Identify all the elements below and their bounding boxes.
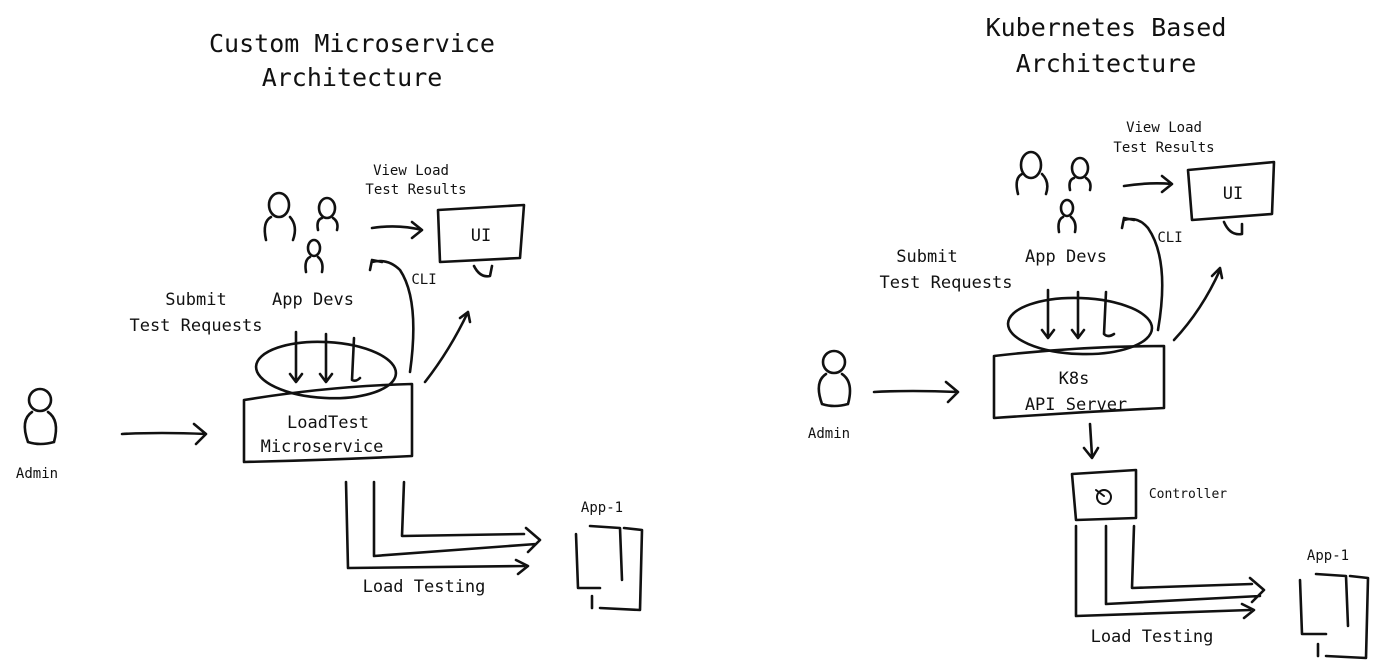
left-service-box (242, 382, 414, 464)
right-controller-label: Controller (1149, 487, 1227, 502)
right-view-results-line2: Test Results (1113, 140, 1214, 156)
right-load-arrows (1074, 524, 1266, 620)
left-ui-label: UI (471, 226, 491, 246)
right-server-to-controller-arrow (1082, 422, 1100, 460)
right-title-line1: Kubernetes Based (986, 13, 1227, 42)
right-ui-label: UI (1223, 184, 1243, 204)
left-load-testing-label: Load Testing (363, 577, 486, 597)
right-admin-label: Admin (808, 426, 850, 442)
right-submit-line2: Test Requests (879, 273, 1012, 293)
right-cli-label: CLI (1157, 230, 1182, 246)
left-service-line1: LoadTest (287, 413, 369, 433)
right-requests-ellipse (1006, 296, 1154, 356)
right-ui-monitor (1186, 160, 1276, 236)
left-cli-arrow (368, 258, 415, 374)
left-submit-line2: Test Requests (129, 316, 262, 336)
left-ui-monitor (436, 203, 526, 278)
left-diagram: Custom Microservice Architecture App Dev… (16, 29, 644, 612)
right-view-results-line1: View Load (1126, 120, 1202, 136)
left-app-icon (574, 524, 644, 612)
right-controller-box (1070, 468, 1138, 522)
left-service-line2: Microservice (261, 437, 384, 457)
left-admin-icon (23, 387, 58, 446)
left-ui-arrow (423, 310, 472, 384)
right-app-devs-icon (1015, 150, 1092, 234)
left-view-arrow (370, 220, 424, 240)
left-app-devs-label: App Devs (272, 290, 354, 310)
left-view-results-line2: Test Results (365, 182, 466, 198)
left-title-line1: Custom Microservice (209, 29, 495, 58)
right-diagram: Kubernetes Based Architecture App Devs V… (808, 13, 1370, 660)
right-submit-line1: Submit (896, 247, 957, 267)
right-app-label: App-1 (1307, 548, 1349, 564)
left-title-line2: Architecture (262, 63, 443, 92)
left-admin-arrow (120, 422, 208, 446)
right-server-line1: K8s (1059, 369, 1090, 389)
right-load-testing-label: Load Testing (1091, 627, 1214, 647)
left-requests-ellipse (254, 340, 398, 400)
right-server-box (992, 344, 1166, 420)
right-ui-arrow (1172, 266, 1224, 342)
left-admin-label: Admin (16, 466, 58, 482)
right-app-icon (1298, 572, 1370, 660)
right-server-line2: API Server (1025, 395, 1127, 415)
left-cli-label: CLI (411, 272, 436, 288)
right-app-devs-label: App Devs (1025, 247, 1107, 267)
left-load-arrows (344, 480, 542, 576)
right-admin-arrow (872, 380, 960, 404)
left-view-results-line1: View Load (373, 163, 449, 179)
right-request-arrows (1040, 288, 1116, 340)
left-app-label: App-1 (581, 500, 623, 516)
right-admin-icon (817, 349, 852, 408)
right-cli-arrow (1120, 216, 1164, 332)
left-request-arrows (288, 330, 362, 384)
left-submit-line1: Submit (165, 290, 226, 310)
left-app-devs-icon (263, 191, 339, 274)
right-view-arrow (1122, 174, 1174, 194)
right-title-line2: Architecture (1016, 49, 1197, 78)
